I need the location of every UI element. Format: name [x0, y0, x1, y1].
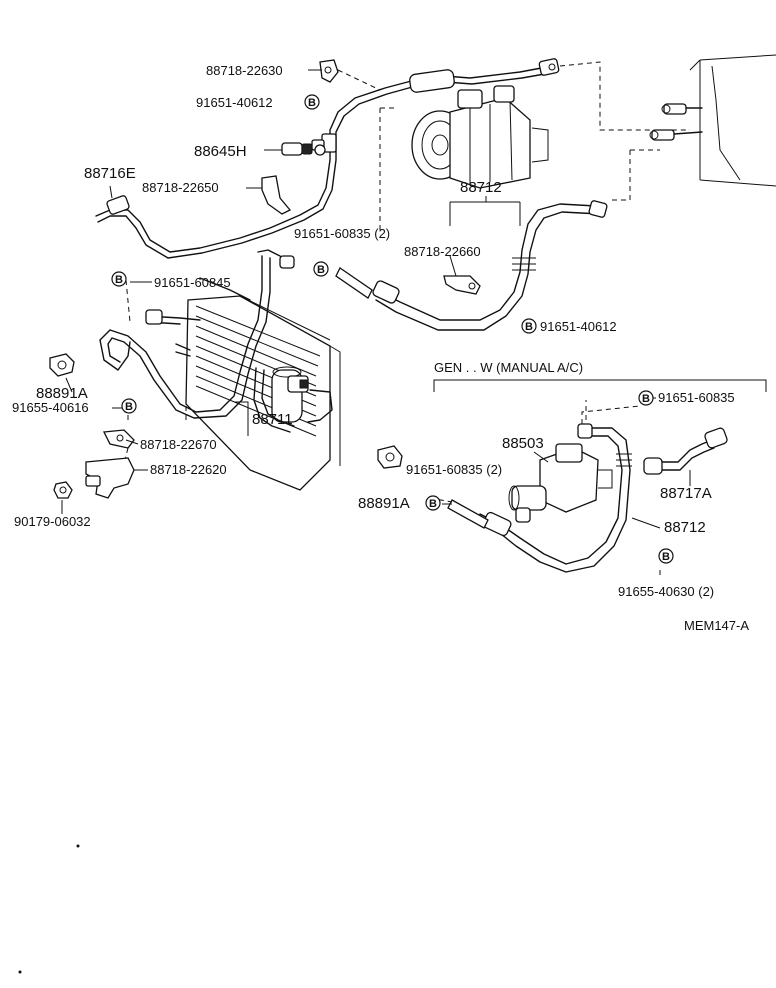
- liquid-pipes: [99, 249, 333, 433]
- part-labels: 88718-22630 91651-40612 88645H 88716E 88…: [12, 63, 749, 633]
- svg-text:B: B: [525, 321, 533, 333]
- label-88718-22620: 88718-22620: [150, 462, 227, 477]
- condenser-icon: [185, 295, 341, 491]
- label-88711: 88711: [252, 411, 293, 428]
- label-88718-22660: 88718-22660: [404, 244, 481, 259]
- bolt-marker-icon: B: [111, 271, 127, 287]
- label-88891A-left: 88891A: [36, 385, 88, 402]
- svg-text:B: B: [662, 551, 670, 563]
- label-diagram-code: MEM147-A: [684, 618, 749, 633]
- label-91655-40616: 91655-40616: [12, 400, 89, 415]
- svg-text:B: B: [115, 274, 123, 286]
- bolt-marker-icon: B: [313, 261, 329, 277]
- label-88891A-mid: 88891A: [358, 495, 410, 512]
- bolt-marker-icon: B: [121, 398, 137, 414]
- label-91651-60835-2-mid: 91651-60835 (2): [406, 462, 502, 477]
- bracket-22650: [261, 175, 292, 215]
- label-88712-bottom: 88712: [664, 519, 706, 536]
- svg-text:B: B: [308, 97, 316, 109]
- bolt-markers: B B B B B B B B: [111, 94, 674, 564]
- bolt-marker-icon: B: [304, 94, 320, 110]
- scan-speck: [76, 844, 80, 848]
- label-91651-60835-right: 91651-60835: [658, 390, 735, 405]
- label-88718-22630: 88718-22630: [206, 63, 283, 78]
- bolt-marker-icon: B: [638, 390, 654, 406]
- clamp-22660: [443, 275, 481, 295]
- bolt-marker-icon: B: [521, 318, 537, 334]
- grommet-88891A-mid: [377, 445, 403, 469]
- label-91651-40612-mid: 91651-40612: [540, 319, 617, 334]
- scan-speck: [18, 970, 22, 974]
- label-88717A: 88717A: [660, 485, 712, 502]
- svg-text:B: B: [429, 498, 437, 510]
- suction-hose-88712-bottom: [447, 423, 632, 573]
- hose-88717A: [643, 427, 728, 475]
- engine-block-outline: [649, 54, 776, 187]
- label-90179-06032: 90179-06032: [14, 514, 91, 529]
- compressor-icon: [411, 85, 549, 189]
- bracket-22620: [85, 457, 135, 499]
- receiver-tank-icon: [271, 366, 309, 423]
- clamp-22670: [102, 429, 135, 449]
- gen-w-bracket-line: [433, 379, 767, 392]
- label-gen-w-manual-ac: GEN . . W (MANUAL A/C): [434, 360, 583, 375]
- label-88718-22650: 88718-22650: [142, 180, 219, 195]
- dashed-guides-top: [337, 61, 690, 230]
- label-88712-top: 88712: [460, 179, 502, 196]
- svg-text:B: B: [125, 401, 133, 413]
- label-91651-60845: 91651-60845: [154, 275, 231, 290]
- bolt-marker-icon: B: [658, 548, 674, 564]
- clamp-icon: [319, 59, 339, 83]
- suction-hose-88712-top: [335, 200, 608, 331]
- label-88716E: 88716E: [84, 165, 136, 182]
- bolt-marker-icon: B: [425, 495, 441, 511]
- label-91655-40630-2: 91655-40630 (2): [618, 584, 714, 599]
- label-91651-40612-top: 91651-40612: [196, 95, 273, 110]
- svg-text:B: B: [642, 393, 650, 405]
- label-91651-60835-2-top: 91651-60835 (2): [294, 226, 390, 241]
- expansion-valve-icon: [508, 443, 613, 523]
- label-88645H: 88645H: [194, 143, 247, 160]
- label-88503: 88503: [502, 435, 544, 452]
- pressure-switch-icon: [281, 142, 326, 156]
- grommet-icon: [49, 353, 75, 377]
- discharge-pipe-assembly: [95, 58, 560, 259]
- svg-text:B: B: [317, 264, 325, 276]
- label-88718-22670: 88718-22670: [140, 437, 217, 452]
- nut-icon: [53, 481, 73, 499]
